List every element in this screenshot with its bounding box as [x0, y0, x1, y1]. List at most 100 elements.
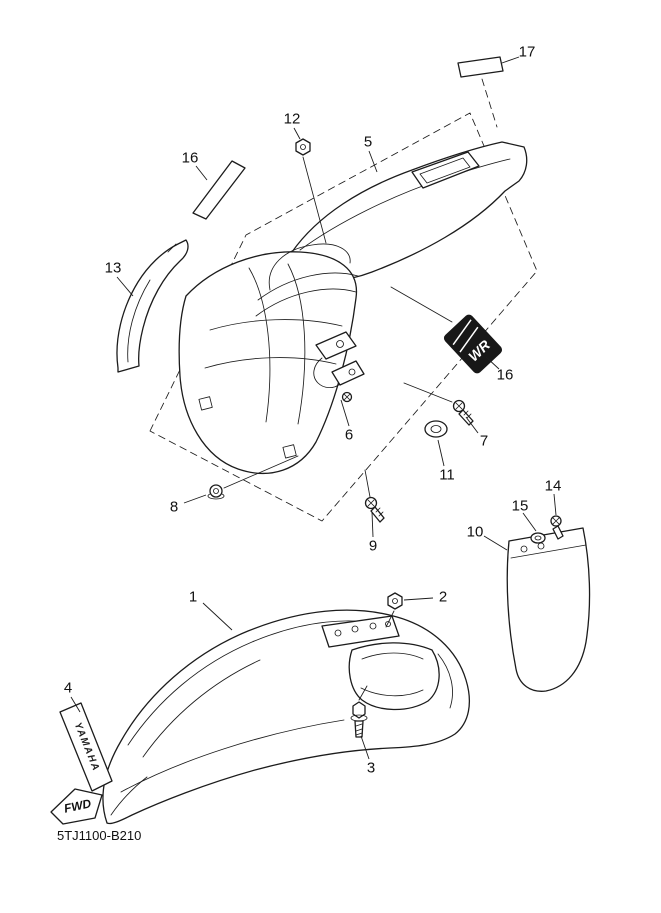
- part-8-nut: [207, 455, 299, 500]
- part-6-latch-bracket: [313, 331, 365, 403]
- screw-cross: [455, 402, 463, 410]
- callout-16-a: 16: [182, 150, 199, 167]
- callout-17: 17: [519, 44, 536, 61]
- sticker-17-dashed-leader: [481, 78, 498, 128]
- nut-body: [209, 484, 223, 498]
- callout-leader-3: [360, 735, 370, 760]
- washer-inner: [534, 535, 542, 541]
- front-fender-outline: [102, 609, 470, 825]
- callout-14: 14: [545, 478, 562, 495]
- nut-hole: [392, 598, 398, 604]
- callout-8: 8: [170, 499, 178, 516]
- callout-4: 4: [64, 680, 72, 697]
- screw-threads: [463, 410, 472, 419]
- part-12-nut: [295, 138, 327, 244]
- brace-arc-lower: [255, 288, 357, 317]
- screw-shaft: [370, 506, 385, 523]
- bolt-threads: [355, 723, 363, 736]
- bolt-hex-head: [352, 701, 366, 719]
- taillight-bracket-inner: [419, 157, 471, 184]
- cross-rib-lower: [204, 357, 337, 369]
- callout-leader-10: [483, 535, 508, 551]
- mount-hole-4: [385, 621, 391, 627]
- screw-cross: [552, 517, 560, 525]
- mount-hole-2: [351, 625, 359, 633]
- latch-plate: [315, 331, 357, 360]
- part-9-screw: [364, 469, 385, 523]
- callout-1: 1: [189, 589, 197, 606]
- part-4-yamaha-decal: YAMAHA: [59, 702, 113, 792]
- bracket-inner-line: [127, 279, 151, 363]
- part-3-bolt: [350, 685, 368, 738]
- washer-outer: [530, 532, 546, 544]
- callout-leader-5: [368, 150, 378, 173]
- sticker-outline: [457, 56, 504, 78]
- callout-leader-11: [437, 439, 445, 467]
- callout-10: 10: [467, 524, 484, 541]
- sticker-outline: [192, 160, 246, 220]
- tab-bottom: [282, 444, 297, 459]
- mount-plate: [321, 615, 400, 648]
- tab-left: [198, 396, 213, 411]
- callout-3: 3: [367, 760, 375, 777]
- callout-leader-6: [340, 399, 350, 427]
- callout-leader-14: [553, 493, 557, 516]
- screw-link-line: [403, 382, 453, 403]
- part-13-side-bracket: [116, 239, 189, 373]
- callout-9: 9: [369, 538, 377, 555]
- screw-threads: [375, 507, 384, 517]
- nut-stud-line: [302, 156, 327, 244]
- callout-leader-16-b: [485, 356, 500, 370]
- decal-outline: [59, 702, 113, 792]
- diagram-code: 5TJ1100-B210: [57, 828, 141, 843]
- part-11-grommet: [424, 420, 448, 438]
- mount-hole-1: [334, 629, 342, 637]
- mud-flap-hole-left: [520, 545, 528, 553]
- under-bracket-top-line: [361, 652, 424, 660]
- bracket-outline: [116, 239, 189, 373]
- part-7-screw: [403, 382, 474, 426]
- callout-leader-15: [522, 512, 537, 532]
- inner-fender-outline: [178, 251, 358, 474]
- under-bracket-bottom-line: [360, 687, 424, 697]
- part-16a-sticker: [192, 160, 246, 220]
- mud-flap-fold-line: [510, 544, 587, 559]
- callout-leader-16-a: [195, 165, 208, 181]
- callout-leader-8: [183, 494, 207, 504]
- wr-decal-rotated: WR: [443, 314, 503, 374]
- screw-cross: [367, 499, 375, 507]
- nut-hex: [387, 592, 403, 610]
- fwd-label: FWD: [63, 796, 93, 815]
- callout-11: 11: [439, 467, 455, 484]
- inner-fender-assembly: [178, 243, 359, 474]
- callout-leader-17: [501, 56, 520, 64]
- channel-line-left: [248, 267, 271, 423]
- grommet-outer: [424, 420, 448, 438]
- wr-decal-link-line: [390, 286, 453, 323]
- callout-5: 5: [364, 134, 372, 151]
- latch-lower-hole: [348, 368, 356, 376]
- callout-leader-lines: [70, 56, 557, 760]
- latch-hole: [336, 340, 344, 348]
- callout-13: 13: [105, 260, 122, 277]
- callout-12: 12: [284, 111, 301, 128]
- lower-crease-line: [120, 719, 345, 793]
- callout-15: 15: [512, 498, 529, 515]
- callout-leader-9: [371, 511, 374, 538]
- mud-flap-outline: [506, 527, 591, 692]
- cross-rib-upper: [209, 319, 343, 331]
- callout-2: 2: [439, 589, 447, 606]
- part-16b-wr-decal: WR: [390, 286, 503, 374]
- part-14-screw: [550, 515, 564, 540]
- wr-decal-stripes: [452, 319, 479, 353]
- tip-line: [110, 776, 148, 816]
- brace-loop: [268, 243, 351, 291]
- nut-hex: [295, 138, 311, 156]
- nut-hole: [213, 488, 219, 494]
- callout-leader-7: [465, 416, 479, 434]
- fwd-indicator: FWD: [50, 788, 103, 825]
- callout-16-b: 16: [497, 367, 514, 384]
- fwd-arrow-shape: [50, 788, 103, 825]
